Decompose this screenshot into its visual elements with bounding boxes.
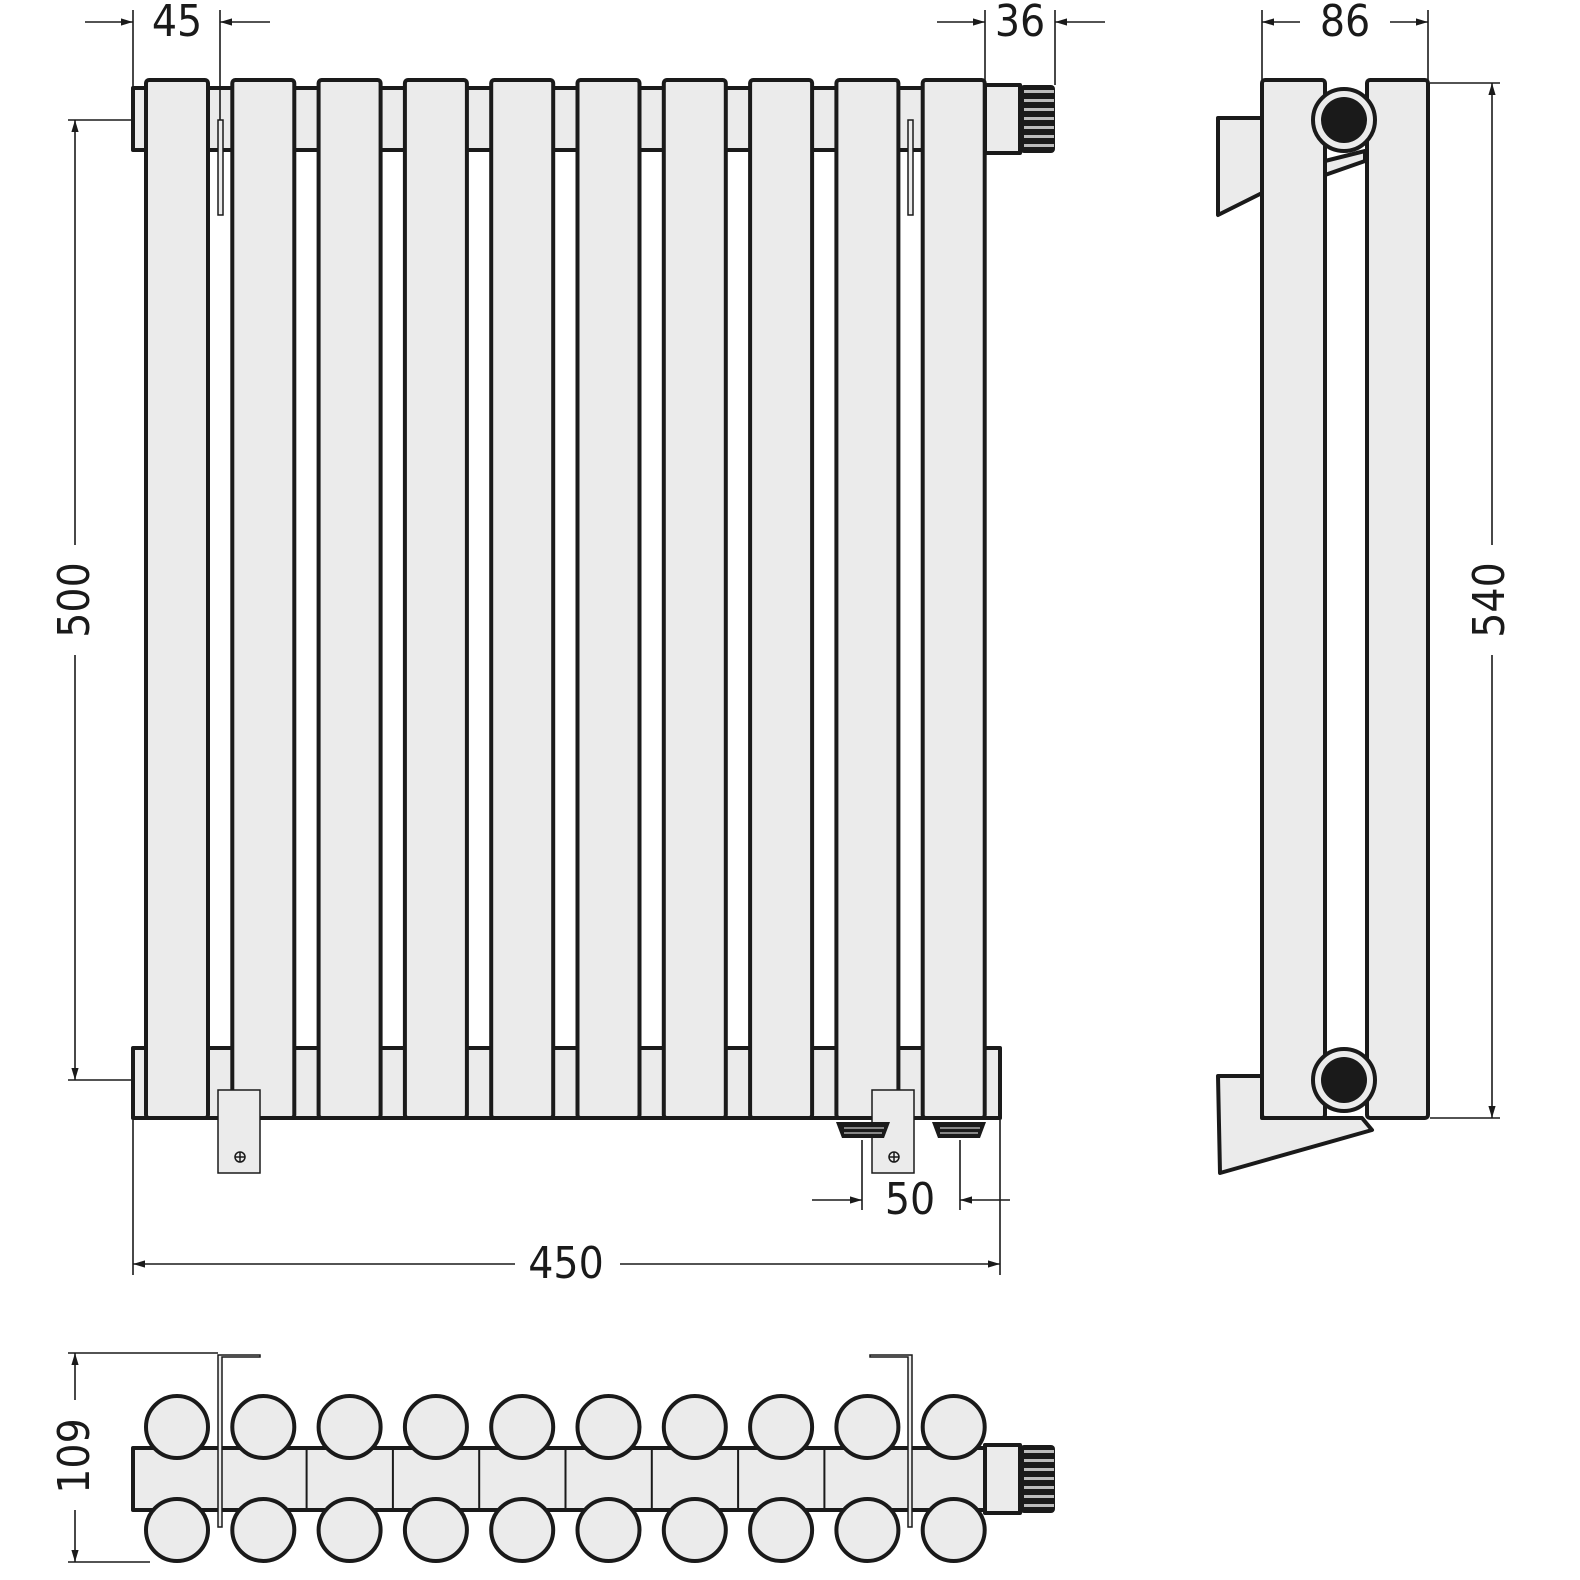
tube-section-front [748,1394,815,1460]
radiator-tube [144,78,210,1120]
valve-rib [844,1127,884,1134]
radiator-tube [920,78,987,1120]
tube-section-back [402,1497,469,1563]
tube-section-front [144,1394,210,1460]
tube-section-front [489,1394,556,1460]
tube-section-front [316,1394,383,1460]
endcap-body [983,83,1022,155]
screw-cross [889,1152,899,1162]
tube-section-back [748,1497,815,1563]
tube-section-front [402,1394,469,1460]
endcap-rib [1024,135,1054,138]
endcap-rib [1024,126,1054,129]
dim-total-height: 540 [1464,562,1515,638]
tube-section-back [489,1497,556,1563]
screw-cross [235,1152,245,1162]
endcap-rib [1024,108,1054,111]
radiator-tube [661,78,728,1120]
wall-bracket-top [217,119,224,216]
tube-section-front [920,1394,987,1460]
tube-section-back [230,1497,297,1563]
valve-rib [940,1127,980,1134]
dim-depth-side: 86 [1320,0,1370,47]
side-connection-pipe [1321,1057,1367,1103]
top-view-header [131,1446,987,1512]
radiator-tube [230,78,297,1120]
side-view [1216,78,1430,1175]
tube-section-front [834,1394,901,1460]
endcap-rib [1024,1504,1054,1507]
valve-return [932,1122,986,1138]
tube-section-front [661,1394,728,1460]
wall-bracket-bottom-left [217,1089,261,1174]
radiator-tube [489,78,556,1120]
radiator-tube [748,78,815,1120]
endcap-rib [1024,1477,1054,1480]
radiator-tube [402,78,469,1120]
dim-valve-offset: 50 [885,1174,935,1225]
tube-section-front [230,1394,297,1460]
dim-axis-height: 500 [49,562,100,638]
radiator-tube [316,78,383,1120]
tube-section-back [575,1497,642,1563]
tube-section-back [920,1497,987,1563]
radiator-tube [834,78,901,1120]
radiator-tube [575,78,642,1120]
endcap-rib [1024,1495,1054,1498]
endcap-rib [1024,144,1054,147]
tube-section-back [316,1497,383,1563]
top-view [131,1354,1055,1563]
dim-tube-pitch: 45 [152,0,202,47]
endcap-rib [1024,1450,1054,1453]
wall-bracket-top [907,119,914,216]
top-view-bracket-left [217,1354,261,1528]
side-bracket-top [1216,116,1264,217]
endcap-rib [1024,117,1054,120]
top-view-endcap-body [983,1443,1022,1515]
endcap-rib [1024,1486,1054,1489]
dim-total-width: 450 [528,1238,604,1289]
side-connection-pipe [1321,97,1367,143]
side-tube-back [1365,78,1430,1120]
endcap-rib [1024,1468,1054,1471]
endcap-rib [1024,99,1054,102]
tube-section-back [834,1497,901,1563]
endcap-rib [1024,1459,1054,1462]
valve-supply [836,1122,890,1138]
tube-section-back [661,1497,728,1563]
side-brace-top [1323,149,1367,177]
tube-section-front [575,1394,642,1460]
dim-endcap-length: 36 [995,0,1045,47]
tube-section-back [144,1497,210,1563]
dim-depth-top: 109 [49,1418,100,1494]
top-view-bracket-right [869,1354,913,1528]
dimensions: 45 36 500 450 50 86 540 109 [49,0,1515,1563]
wall-bracket-bottom-right [871,1089,915,1174]
front-view [131,78,1055,1174]
endcap-rib [1024,90,1054,93]
side-tube-front [1260,78,1327,1120]
